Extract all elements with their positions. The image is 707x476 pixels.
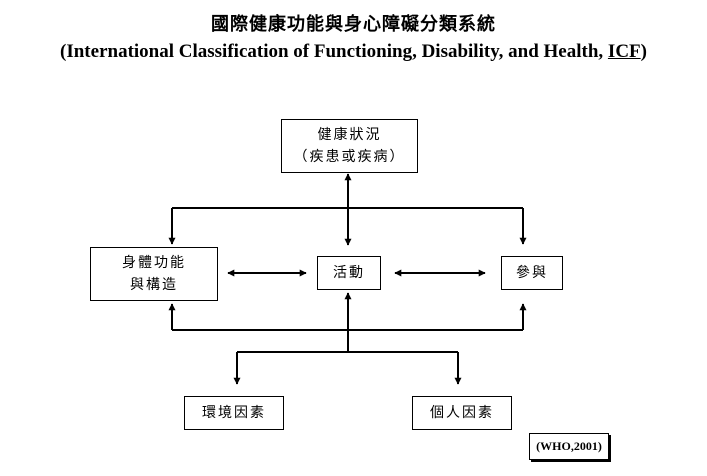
title-english-suffix: ) bbox=[640, 41, 647, 62]
participation-label: 參與 bbox=[516, 265, 548, 281]
body-functions-label: 身體功能 bbox=[122, 255, 186, 271]
environmental-factors-box: 環境因素 bbox=[184, 396, 284, 430]
health-condition-label: 健康狀況 bbox=[317, 127, 382, 143]
environmental-factors-label: 環境因素 bbox=[202, 405, 266, 421]
health-condition-box: 健康狀況 （疾患或疾病） bbox=[281, 119, 418, 173]
activity-box: 活動 bbox=[317, 256, 381, 290]
personal-factors-box: 個人因素 bbox=[412, 396, 512, 430]
health-condition-sublabel: （疾患或疾病） bbox=[293, 149, 406, 165]
personal-factors-label: 個人因素 bbox=[430, 405, 494, 421]
activity-label: 活動 bbox=[333, 265, 365, 281]
title-chinese: 國際健康功能與身心障礙分類系統 bbox=[211, 14, 496, 35]
title-english-abbr: ICF bbox=[607, 41, 641, 62]
source-citation: (WHO,2001) bbox=[529, 433, 609, 460]
body-functions-sublabel: 與構造 bbox=[130, 277, 178, 293]
participation-box: 參與 bbox=[501, 256, 563, 290]
title-english: (International Classification of Functio… bbox=[0, 41, 707, 63]
title-english-prefix: (International Classification of Functio… bbox=[60, 41, 608, 62]
body-functions-box: 身體功能 與構造 bbox=[90, 247, 218, 301]
